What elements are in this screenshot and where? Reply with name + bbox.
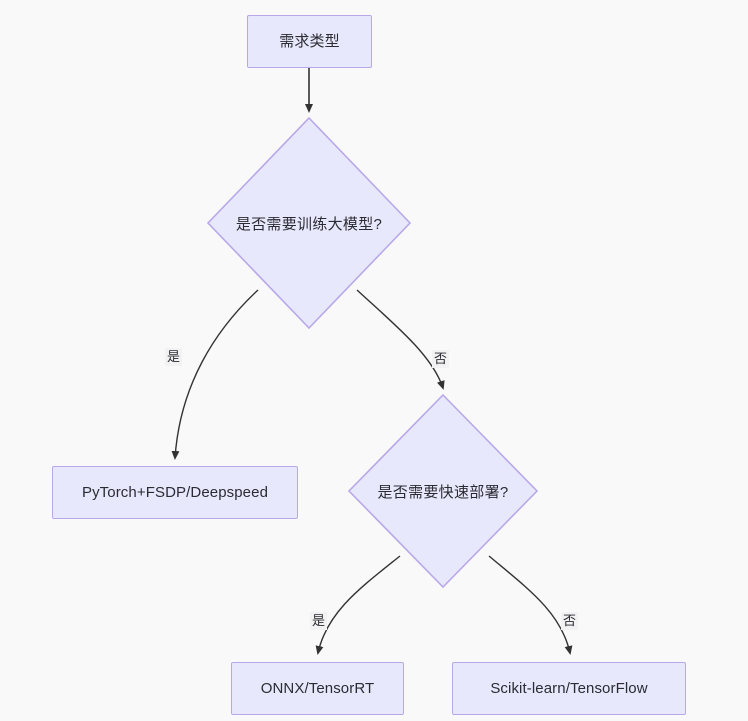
edge-label-d2-yes: 是 <box>310 612 328 631</box>
node-decision-deploy[interactable]: 是否需要快速部署? <box>348 394 538 588</box>
node-start-label: 需求类型 <box>279 32 340 50</box>
node-deploy-result[interactable]: ONNX/TensorRT <box>231 662 404 715</box>
node-deploy-result-label: ONNX/TensorRT <box>260 679 375 697</box>
diamond-shape-train <box>207 117 411 329</box>
node-start[interactable]: 需求类型 <box>247 15 372 68</box>
edge-label-d1-no: 否 <box>432 350 450 369</box>
diamond-shape-deploy <box>348 394 538 588</box>
node-train-result-label: PyTorch+FSDP/Deepspeed <box>81 483 269 501</box>
node-decision-deploy-label: 是否需要快速部署? <box>377 483 509 501</box>
node-decision-train[interactable]: 是否需要训练大模型? <box>207 117 411 329</box>
node-train-result[interactable]: PyTorch+FSDP/Deepspeed <box>52 466 298 519</box>
node-decision-train-label: 是否需要训练大模型? <box>235 215 383 233</box>
node-classic-result-label: Scikit-learn/TensorFlow <box>490 679 648 697</box>
edge-label-d2-no: 否 <box>561 612 579 631</box>
node-classic-result[interactable]: Scikit-learn/TensorFlow <box>452 662 686 715</box>
edge-label-d1-yes: 是 <box>165 348 183 367</box>
